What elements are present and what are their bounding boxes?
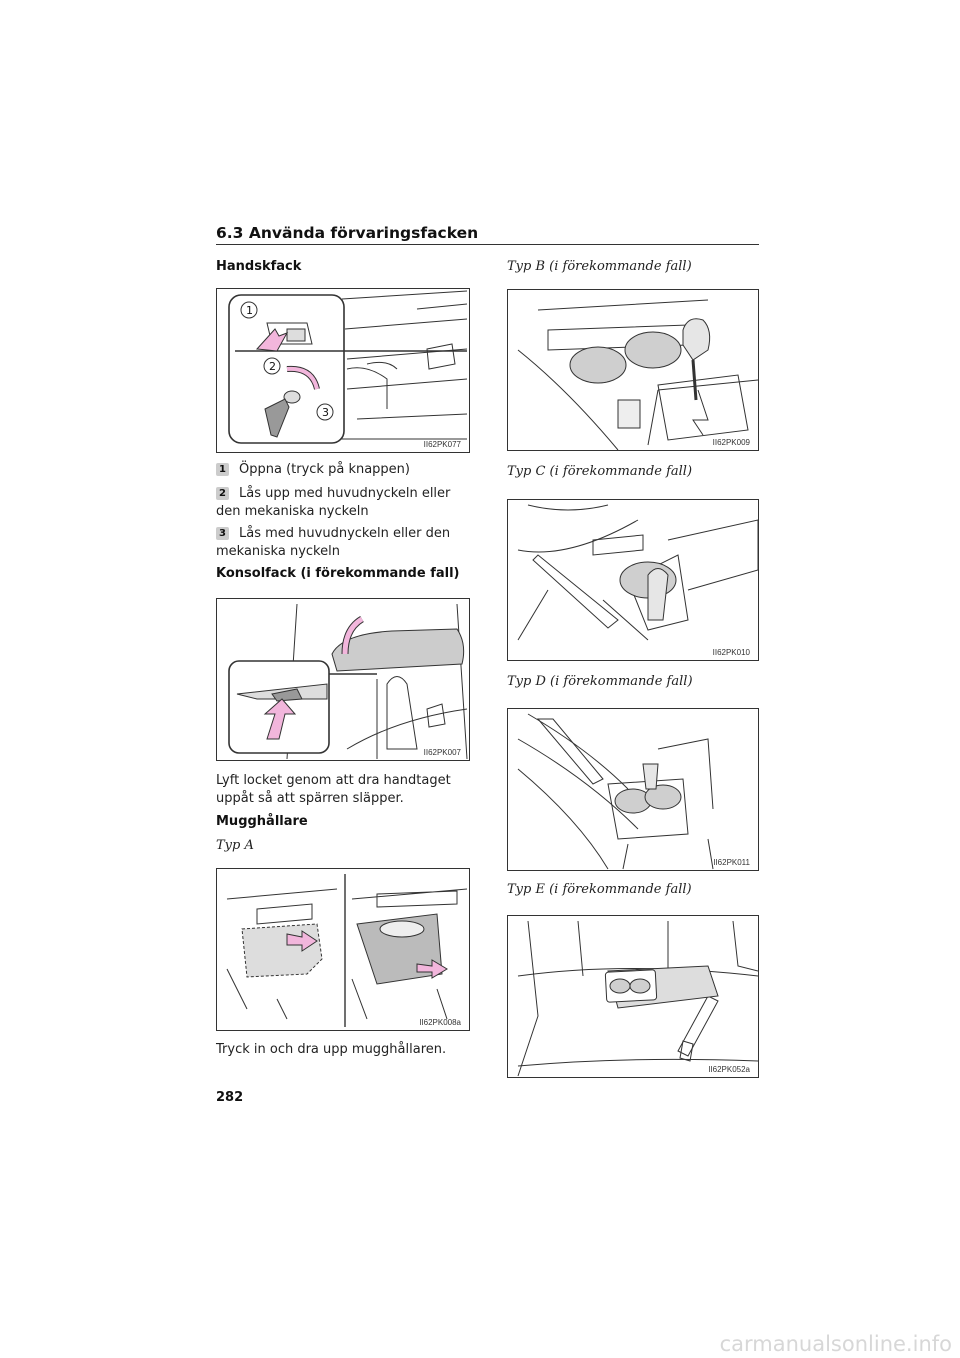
console-instruction: Lyft locket genom att dra handtaget uppå… (216, 773, 451, 806)
title-divider (216, 244, 759, 245)
step-2-number: 2 (216, 487, 229, 500)
cup-holder-type-a-illustration: II62PK008a (216, 868, 470, 1031)
figure-code: II62PK010 (712, 648, 750, 657)
konsolfack-heading: Konsolfack (i förekommande fall) (216, 566, 460, 581)
type-b-caption: Typ B (i förekommande fall) (507, 259, 692, 274)
figure-code: II62PK007 (423, 748, 461, 757)
figure-code: II62PK077 (423, 440, 461, 449)
svg-text:2: 2 (269, 360, 276, 373)
step-1-number: 1 (216, 463, 229, 476)
type-a-caption: Typ A (216, 838, 254, 853)
step-3-text: Lås med huvudnyckeln eller den mekaniska… (216, 526, 451, 559)
figure-code: II62PK009 (712, 438, 750, 447)
page-number: 282 (216, 1090, 244, 1105)
svg-text:3: 3 (322, 406, 329, 419)
step-2-text: Lås upp med huvudnyckeln eller den mekan… (216, 486, 451, 519)
figure-code: II62PK008a (419, 1018, 461, 1027)
step-3-number: 3 (216, 527, 229, 540)
mugghallare-heading: Mugghållare (216, 814, 308, 829)
cup-holder-instruction: Tryck in och dra upp mugghållaren. (216, 1042, 447, 1057)
section-title: 6.3 Använda förvaringsfacken (216, 224, 479, 242)
handskfack-heading: Handskfack (216, 259, 302, 274)
glovebox-illustration: 1 2 3 II62PK077 (216, 288, 470, 453)
cup-holder-type-c-illustration: II62PK010 (507, 499, 759, 661)
cup-holder-type-d-illustration: II62PK011 (507, 708, 759, 871)
step-1: 1 Öppna (tryck på knappen) (216, 461, 466, 479)
type-d-caption: Typ D (i förekommande fall) (507, 674, 693, 689)
type-e-caption: Typ E (i förekommande fall) (507, 882, 692, 897)
cup-holder-type-e-illustration: II62PK052a (507, 915, 759, 1078)
cup-holder-type-b-illustration: II62PK009 (507, 289, 759, 451)
step-1-text: Öppna (tryck på knappen) (239, 462, 410, 477)
type-c-caption: Typ C (i förekommande fall) (507, 464, 693, 479)
figure-code: II62PK052a (708, 1065, 750, 1074)
console-box-illustration: II62PK007 (216, 598, 470, 761)
figure-code: II62PK011 (713, 858, 750, 867)
svg-text:1: 1 (246, 304, 253, 317)
watermark: carmanualsonline.info (719, 1332, 952, 1356)
